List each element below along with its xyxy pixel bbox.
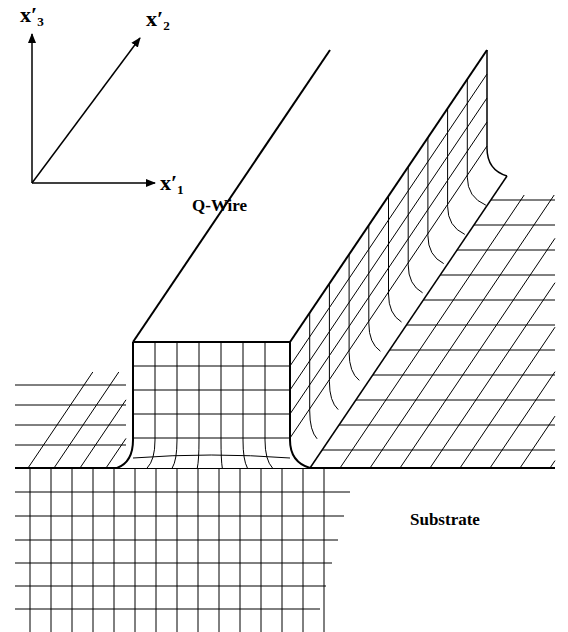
mesh-line: [490, 372, 555, 468]
mesh-line: [221, 342, 222, 468]
wire-front: [117, 342, 310, 468]
mesh-line: [329, 284, 338, 410]
mesh-line: [133, 341, 290, 343]
mesh-line: [290, 74, 487, 366]
mesh-line: [265, 342, 273, 468]
mesh-line: [290, 122, 487, 414]
mesh-line: [423, 300, 555, 301]
mesh-line: [198, 468, 199, 632]
mesh-line: [486, 50, 488, 148]
mesh-line: [133, 50, 330, 342]
mesh-line: [15, 586, 326, 587]
mesh-line: [156, 468, 157, 632]
mesh-line: [491, 200, 555, 201]
mesh-line: [15, 540, 338, 541]
mesh-line: [407, 325, 556, 326]
mesh-line: [474, 225, 555, 226]
mesh-line: [15, 445, 126, 446]
mesh-line: [428, 138, 444, 264]
mesh-line: [324, 468, 325, 632]
mesh-line: [282, 468, 283, 632]
mesh-line: [133, 438, 290, 439]
mesh-line: [487, 148, 507, 176]
part-name: Substrate: [410, 511, 480, 528]
part-name: Q-Wire: [192, 197, 247, 214]
mesh-line: [550, 461, 555, 468]
mesh-line: [15, 492, 350, 493]
mesh-line: [197, 342, 199, 468]
mesh-line: [448, 108, 465, 234]
mesh-line: [133, 366, 290, 367]
mesh-grid: [15, 50, 555, 632]
mesh-line: [117, 342, 133, 468]
mesh-line: [261, 468, 262, 632]
mesh-line: [80, 400, 126, 468]
mesh-line: [303, 468, 304, 632]
mesh-line: [440, 275, 555, 276]
mesh-line: [133, 414, 290, 415]
mesh-line: [373, 375, 555, 376]
mesh-line: [135, 468, 136, 632]
mesh-line: [460, 327, 555, 468]
mesh-line: [54, 372, 119, 468]
mesh-line: [290, 146, 487, 438]
mesh-line: [369, 225, 381, 351]
mesh-line: [240, 468, 241, 632]
mesh-line: [72, 468, 73, 632]
mesh-line: [219, 468, 220, 632]
axis-label: x′₂: [146, 8, 170, 30]
mesh-line: [147, 342, 155, 468]
mesh-line: [30, 468, 31, 632]
mesh-line: [51, 468, 52, 632]
mesh-line: [430, 283, 555, 468]
axis-label: x′₃: [20, 4, 44, 26]
mesh-line: [457, 250, 555, 251]
mesh-line: [177, 468, 178, 632]
axis-label: x′₁: [160, 172, 184, 194]
mesh-line: [290, 50, 487, 342]
mesh-line: [15, 563, 332, 564]
mesh-line: [310, 313, 317, 439]
mesh-line: [322, 450, 555, 451]
mesh-line: [15, 609, 320, 610]
mesh-line: [93, 468, 94, 632]
mesh-line: [408, 167, 422, 293]
axis-arrows: [32, 34, 155, 183]
mesh-line: [349, 254, 359, 380]
mesh-line: [389, 196, 402, 322]
mesh-line: [467, 79, 486, 205]
mesh-line: [28, 372, 93, 468]
mesh-line: [114, 468, 115, 632]
mesh-line: [15, 516, 344, 517]
mesh-line: [390, 350, 555, 351]
mesh-line: [290, 98, 487, 390]
mesh-line: [243, 342, 247, 468]
mesh-line: [133, 390, 290, 391]
mesh-line: [339, 425, 555, 426]
mesh-line: [520, 416, 555, 468]
mesh-line: [172, 342, 177, 468]
